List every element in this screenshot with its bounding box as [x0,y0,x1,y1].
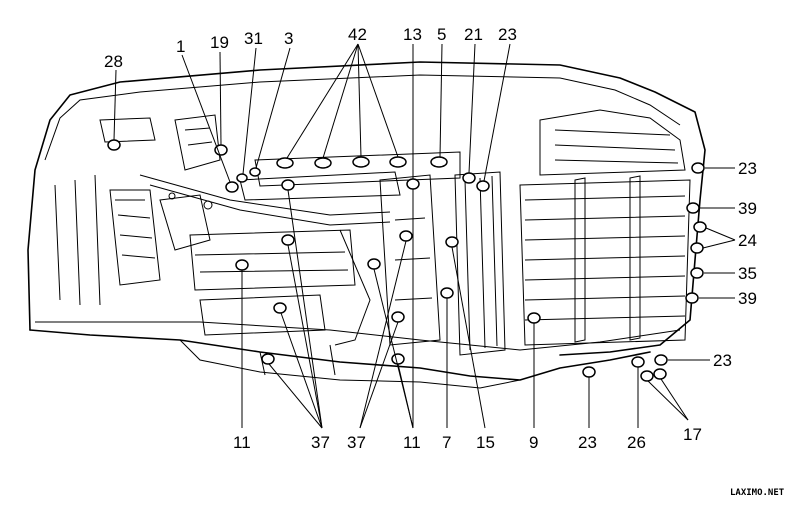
plug-37e [399,230,413,242]
plug-37b [281,234,295,246]
watermark: LAXIMO.NET [730,488,785,498]
callout-37-left: 37 [311,433,330,452]
callout-31: 31 [244,29,263,48]
callout-28: 28 [104,52,123,71]
plug-15 [445,236,459,248]
center-section [189,151,461,376]
callout-35: 35 [738,264,757,283]
callout-23-top: 23 [498,25,517,44]
callout-5: 5 [437,25,446,44]
callout-23-lower-right: 23 [713,351,732,370]
plug-37f [391,311,405,323]
callout-17: 17 [683,425,702,444]
callout-42: 42 [348,25,367,44]
plug-39a [686,202,700,214]
callout-3: 3 [284,29,293,48]
front-section [54,114,391,306]
plug-42c [352,156,370,168]
plug-23b [691,162,705,174]
plug-31 [236,173,248,183]
plug-11b [367,258,381,270]
plug-17a [640,370,654,382]
plug-37d [261,353,275,365]
plug-1 [225,181,239,193]
plug-39b [685,292,699,304]
plug-5 [430,156,448,168]
plug-42d [389,156,407,168]
plugs [107,139,707,382]
plug-42a [276,157,294,169]
plug-37a [281,179,295,191]
callout-26: 26 [627,433,646,452]
body-outline [27,61,706,389]
plug-17b [653,368,667,380]
plug-37c [273,302,287,314]
callout-39-lower: 39 [738,289,757,308]
plug-9 [527,312,541,324]
plug-3 [249,167,261,177]
callout-23-right: 23 [738,159,757,178]
callout-labels: 28 1 19 31 3 42 13 5 21 23 23 39 24 35 3… [104,25,757,452]
plug-23a [476,180,490,192]
rear-floor [454,109,691,356]
callout-23-bottom: 23 [578,433,597,452]
callout-37-middle: 37 [347,433,366,452]
plug-35 [690,267,704,279]
plug-13 [406,178,420,190]
callout-15: 15 [476,433,495,452]
callout-21: 21 [464,25,483,44]
plug-42b [314,157,332,169]
leader-lines [113,43,736,429]
plug-7 [440,287,454,299]
callout-13: 13 [403,25,422,44]
callout-19: 19 [210,33,229,52]
plug-23c [582,366,596,378]
plug-28 [107,139,121,151]
callout-7: 7 [442,433,451,452]
callout-1: 1 [176,37,185,56]
callout-24: 24 [738,231,757,250]
plug-11c [391,353,405,365]
callout-39-upper: 39 [738,199,757,218]
callout-9: 9 [529,433,538,452]
callout-11-left: 11 [233,433,251,452]
plug-24b [690,242,704,254]
plug-11a [235,259,249,271]
plug-21 [462,172,476,184]
callout-11-middle: 11 [403,433,421,452]
plug-26 [631,356,645,368]
plug-24a [693,221,707,233]
plug-23d [654,354,668,366]
